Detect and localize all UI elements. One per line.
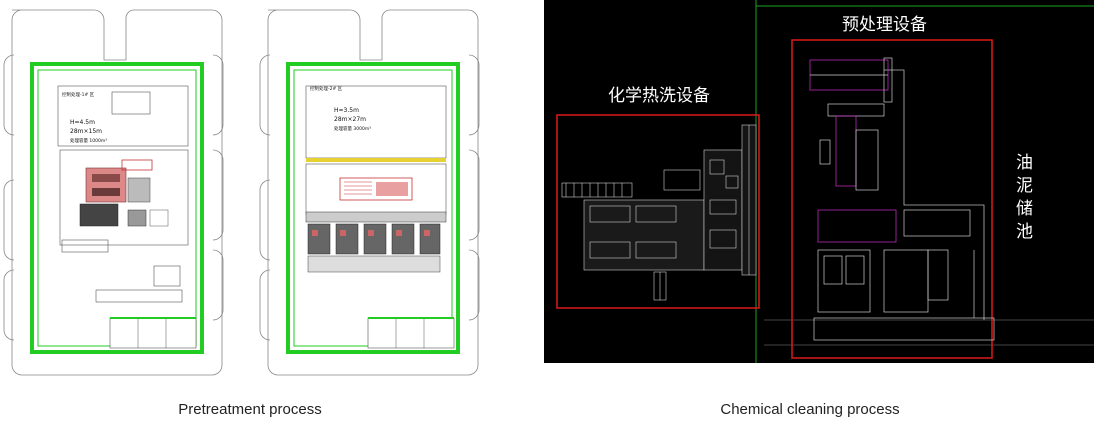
pretreatment-equipment-drawing [809, 57, 995, 341]
chemical-equipment-drawing [561, 124, 757, 301]
plan-b: 控制处理-2# 区 H=3.5m 28m×27m 处理容量 3000m³ [259, 9, 480, 376]
plan-b-title: 控制处理-2# 区 [310, 85, 343, 92]
chemical-cleaning-caption: Chemical cleaning process [720, 401, 900, 418]
pretreatment-caption: Pretreatment process [178, 401, 322, 418]
chemical-cleaning-plan: 预处理设备 化学热洗设备 油泥储池 [544, 0, 1094, 363]
pretreatment-equipment-label: 预处理设备 [842, 15, 927, 35]
plan-b-height: H=3.5m [334, 107, 359, 114]
plan-a-height: H=4.5m [70, 119, 95, 126]
plan-a-volume: 处理容量 1000m³ [70, 137, 107, 144]
pretreatment-equipment-box [791, 39, 993, 359]
plan-a-title: 控制处理-1# 区 [62, 91, 95, 98]
pretreatment-drawing: 控制处理-1# 区 H=4.5m 28m×15m 处理容量 1000m³ [3, 9, 480, 376]
plan-a: 控制处理-1# 区 H=4.5m 28m×15m 处理容量 1000m³ [3, 9, 224, 376]
chemical-equipment-label: 化学热洗设备 [608, 86, 710, 106]
pretreatment-plans: 控制处理-1# 区 H=4.5m 28m×15m 处理容量 1000m³ [0, 0, 500, 380]
chemical-equipment-box [556, 114, 760, 309]
chemical-cleaning-drawing: 预处理设备 化学热洗设备 油泥储池 [556, 0, 1094, 363]
plan-b-volume: 处理容量 3000m³ [334, 125, 371, 132]
plan-b-size: 28m×27m [334, 116, 366, 123]
oil-sludge-pool-label: 油泥储池 [1016, 153, 1033, 242]
plan-a-size: 28m×15m [70, 128, 102, 135]
